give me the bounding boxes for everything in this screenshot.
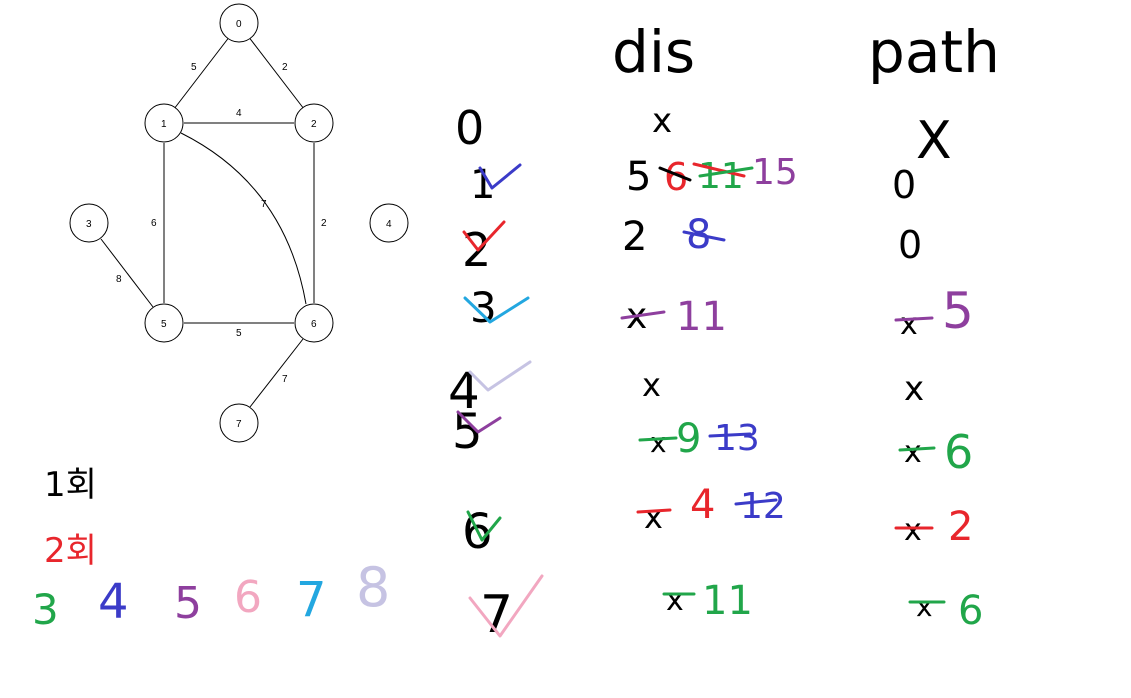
path-row-6-a: x	[904, 513, 922, 548]
dist-row-7-a: x	[666, 583, 684, 618]
header-dist: dis	[612, 18, 695, 86]
dist-row-7-b: 11	[702, 578, 753, 624]
graph-node-4: 4	[369, 203, 409, 243]
graph-nodes: 0 1 2 3 4 5 6 7	[69, 3, 409, 443]
path-row-7-a: x	[916, 590, 933, 623]
dist-row-1-d: 15	[752, 152, 798, 193]
row-node-4: 4	[448, 362, 480, 420]
round-num-8: 8	[356, 556, 390, 619]
round-num-6: 6	[234, 572, 262, 623]
round-num-3: 3	[32, 585, 59, 634]
row-node-labels: 0 1 2 3 4 5 6 7	[448, 101, 513, 645]
svg-text:0: 0	[236, 19, 242, 30]
path-row-7-b: 6	[958, 588, 983, 634]
graph-node-7: 7	[219, 403, 259, 443]
check-7	[468, 574, 544, 638]
dist-row-5-c: 13	[714, 418, 760, 459]
weight-1-6: 7	[261, 199, 267, 210]
weight-0-1: 5	[191, 62, 197, 73]
round-legend: 1회 2회 3 4 5 6 7 8	[32, 465, 390, 634]
dist-row-1-a: 5	[626, 154, 651, 200]
edge-3-5	[100, 238, 154, 308]
round-num-5: 5	[174, 578, 202, 629]
svg-text:4: 4	[386, 219, 392, 230]
round-num-4: 4	[98, 574, 129, 630]
svg-text:1: 1	[161, 119, 167, 130]
weight-3-5: 8	[116, 274, 122, 285]
path-row-5-b: 6	[944, 425, 973, 479]
check-5	[456, 410, 502, 434]
path-column: X 0 0 x 5 x x 6 x 2 x 6	[892, 111, 983, 634]
svg-text:2: 2	[311, 119, 317, 130]
row-node-0: 0	[455, 101, 484, 155]
check-4	[468, 360, 532, 392]
graph-node-5: 5	[144, 303, 184, 343]
header-path: path	[868, 18, 1000, 86]
graph-node-1: 1	[144, 103, 184, 143]
edge-weights: 5 2 4 6 7 2 8 5 7	[116, 62, 327, 385]
dist-row-2-a: 2	[622, 214, 647, 260]
dist-row-0: x	[652, 101, 672, 141]
path-row-0: X	[916, 111, 952, 171]
graph-edges	[100, 35, 315, 408]
weight-6-7: 7	[282, 374, 288, 385]
path-row-5-a: x	[904, 435, 922, 470]
dist-row-6-b: 4	[690, 482, 715, 528]
weight-0-2: 2	[282, 62, 288, 73]
edge-1-6	[180, 132, 307, 305]
path-row-2: 0	[898, 223, 922, 267]
weight-1-2: 4	[236, 108, 242, 119]
path-row-4: x	[904, 369, 924, 409]
graph-node-6: 6	[294, 303, 334, 343]
check-6	[466, 510, 502, 542]
dist-row-3-b: 11	[676, 294, 727, 340]
path-row-1: 0	[892, 163, 916, 207]
row-node-7: 7	[480, 585, 513, 645]
svg-text:7: 7	[236, 419, 242, 430]
svg-text:6: 6	[311, 319, 317, 330]
dist-column: x 5 6 11 15 2 8 x 11 x x 9 13 x 4 12 x 1	[620, 101, 798, 624]
edge-0-1	[173, 35, 231, 110]
round-1-label: 1회	[44, 465, 97, 505]
round-num-7: 7	[296, 572, 327, 628]
graph-node-2: 2	[294, 103, 334, 143]
dist-row-5-b: 9	[676, 416, 701, 462]
dist-row-4: x	[642, 366, 661, 404]
dist-row-5-a: x	[650, 426, 667, 459]
path-row-3-b: 5	[942, 282, 974, 340]
weight-1-5: 6	[151, 218, 157, 229]
check-1	[478, 163, 522, 190]
path-row-3-a: x	[900, 307, 918, 342]
edge-0-2	[247, 35, 305, 110]
edge-6-7	[249, 338, 304, 408]
row-check-marks	[456, 163, 544, 638]
dist-row-6-c: 12	[740, 486, 786, 527]
check-2	[462, 220, 506, 252]
svg-text:3: 3	[86, 219, 92, 230]
graph-node-3: 3	[69, 203, 109, 243]
weight-2-6: 2	[321, 218, 327, 229]
dist-row-6-a: x	[644, 498, 663, 536]
svg-text:5: 5	[161, 319, 167, 330]
weight-5-6: 5	[236, 328, 242, 339]
check-3	[463, 296, 530, 324]
graph-node-0: 0	[219, 3, 259, 43]
round-2-label: 2회	[44, 531, 97, 571]
path-row-6-b: 2	[948, 504, 973, 550]
